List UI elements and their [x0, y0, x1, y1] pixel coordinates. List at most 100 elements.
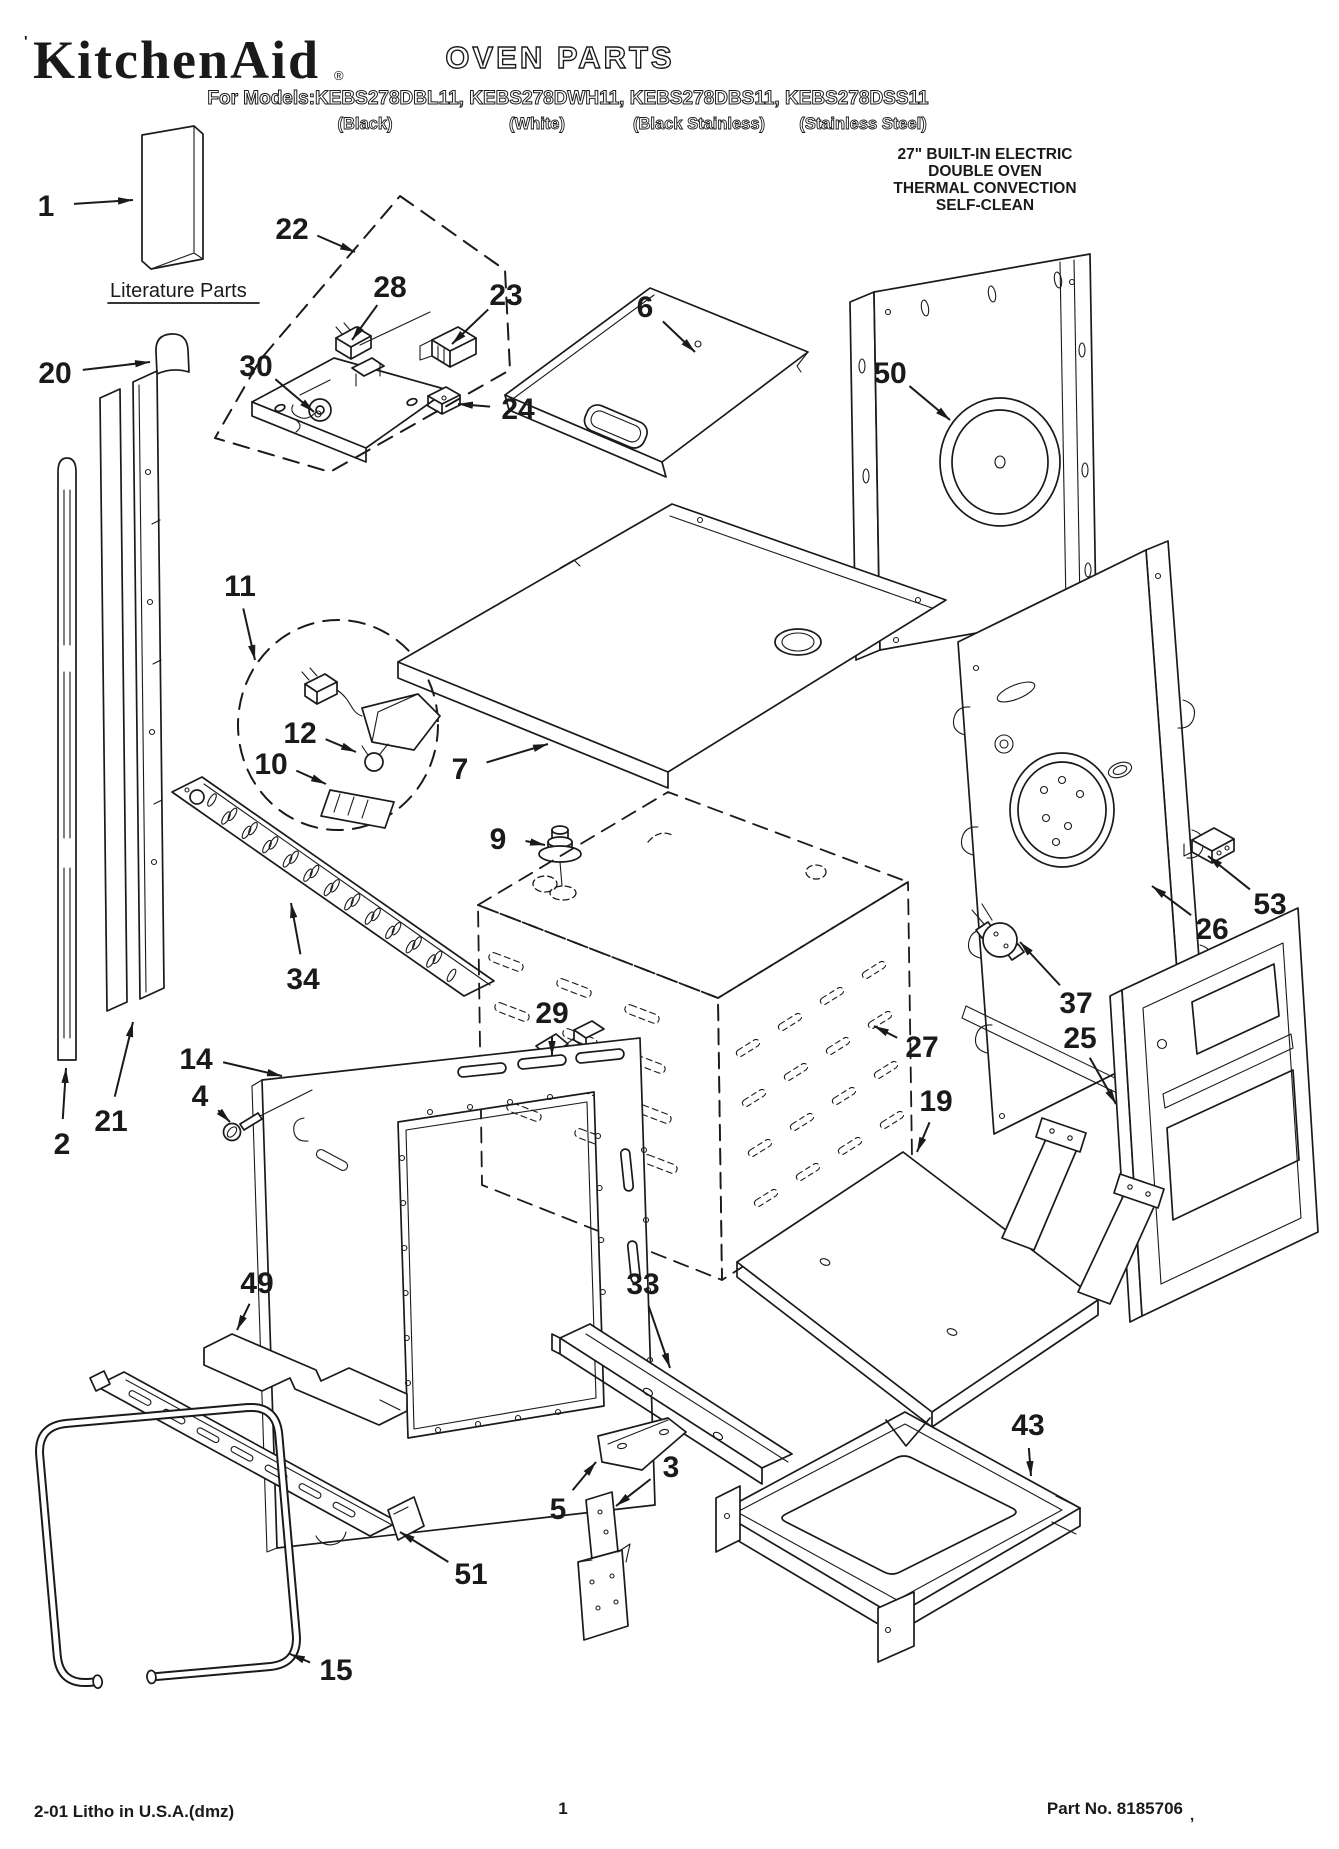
- part-screw-4: [222, 1089, 313, 1142]
- callout-5: 5: [550, 1461, 597, 1526]
- callout-label-43: 43: [1011, 1409, 1044, 1442]
- callout-19: 19: [916, 1085, 953, 1153]
- spec-line-1: 27" BUILT-IN ELECTRIC: [898, 146, 1073, 163]
- footer-part-number: Part No. 8185706: [1047, 1799, 1183, 1818]
- callout-21: 21: [94, 1021, 134, 1138]
- part-relay-28: [335, 311, 431, 360]
- callout-33: 33: [626, 1268, 671, 1369]
- part-side-panel-50: [849, 253, 1097, 661]
- literature-parts-label: Literature Parts: [110, 280, 247, 302]
- callout-27: 27: [873, 1025, 939, 1064]
- spec-line-2: DOUBLE OVEN: [928, 163, 1042, 180]
- callout-label-3: 3: [663, 1451, 680, 1484]
- cavity-rack-slot-row-4: [506, 1102, 678, 1174]
- callout-26: 26: [1151, 885, 1229, 946]
- callout-label-12: 12: [283, 717, 316, 750]
- callout-label-25: 25: [1063, 1022, 1096, 1055]
- models-line: For Models:KEBS278DBL11, KEBS278DWH11, K…: [207, 88, 929, 109]
- callout-label-11: 11: [224, 570, 256, 603]
- callout-label-34: 34: [286, 963, 320, 996]
- callout-28: 28: [351, 271, 407, 341]
- footer-left: 2-01 Litho in U.S.A.(dmz): [34, 1802, 234, 1821]
- callout-label-21: 21: [94, 1105, 127, 1138]
- brand-logo: KitchenAid: [33, 30, 320, 90]
- latch-assembly: [251, 357, 449, 463]
- callout-7: 7: [452, 743, 549, 786]
- part-vent-grommet-9: [538, 825, 582, 901]
- callout-label-6: 6: [637, 291, 654, 324]
- part-latch-motor-23: [419, 326, 477, 368]
- callout-22: 22: [275, 213, 356, 253]
- grille-slot-row-2: [221, 811, 457, 983]
- callout-49: 49: [236, 1267, 274, 1331]
- part-top-panel-7: [397, 503, 947, 789]
- part-thermostat-37: [971, 903, 1025, 961]
- callout-label-14: 14: [179, 1043, 213, 1076]
- callout-23: 23: [451, 279, 523, 345]
- callout-label-37: 37: [1059, 987, 1092, 1020]
- callout-label-28: 28: [373, 271, 406, 304]
- footer-artifact: ,: [1190, 1807, 1194, 1824]
- callout-2: 2: [54, 1067, 71, 1161]
- lamp-dashed-region-11: [237, 619, 439, 831]
- callout-12: 12: [283, 717, 357, 753]
- frame-holes-top: [426, 1093, 554, 1116]
- callout-label-4: 4: [192, 1080, 209, 1113]
- callout-1: 1: [38, 190, 134, 223]
- part-literature-book: [141, 125, 204, 270]
- part-trim-strip-21: [99, 370, 165, 1012]
- callout-4: 4: [192, 1080, 231, 1123]
- part-base-tray-43: [715, 1411, 1081, 1663]
- callout-label-51: 51: [454, 1558, 487, 1591]
- finish-black-stainless: (Black Stainless): [633, 115, 765, 133]
- callout-label-23: 23: [489, 279, 522, 312]
- frame-holes-left: [398, 1154, 412, 1387]
- callout-label-30: 30: [239, 350, 272, 383]
- part-shelf-panel-19: [736, 1117, 1165, 1428]
- callout-10: 10: [254, 748, 327, 785]
- corner-artifact: ': [24, 33, 28, 50]
- callout-label-10: 10: [254, 748, 287, 781]
- part-bulb-12: [361, 743, 389, 772]
- page-title: OVEN PARTS: [445, 40, 674, 75]
- finish-stainless-steel: (Stainless Steel): [799, 115, 926, 133]
- callout-label-50: 50: [873, 357, 906, 390]
- frame-holes-bottom: [434, 1408, 562, 1434]
- callout-3: 3: [615, 1451, 680, 1507]
- callout-label-20: 20: [38, 357, 71, 390]
- callout-label-1: 1: [38, 190, 55, 223]
- part-end-cap-20: [155, 333, 190, 375]
- callout-label-49: 49: [240, 1267, 273, 1300]
- callout-20: 20: [38, 357, 151, 390]
- cavity-rack-slot-row-1: [488, 952, 660, 1024]
- cavity-vent-row-3: [747, 1060, 899, 1158]
- callout-51: 51: [399, 1531, 488, 1591]
- callout-6: 6: [637, 291, 696, 353]
- cavity-vent-row-1: [735, 960, 887, 1058]
- callout-29: 29: [535, 997, 569, 1056]
- part-bracket-3: [577, 1491, 631, 1641]
- part-front-frame-14: [251, 1037, 656, 1553]
- part-lens-10: [320, 789, 395, 829]
- callout-34: 34: [286, 902, 320, 996]
- callout-11: 11: [224, 570, 256, 661]
- finish-white: (White): [509, 115, 565, 133]
- callout-label-2: 2: [54, 1128, 71, 1161]
- callout-label-15: 15: [319, 1654, 352, 1687]
- callout-label-19: 19: [919, 1085, 952, 1118]
- part-bracket-5: [597, 1417, 687, 1471]
- callout-label-7: 7: [452, 753, 469, 786]
- spec-line-3: THERMAL CONVECTION: [893, 180, 1076, 197]
- callout-43: 43: [1011, 1409, 1045, 1477]
- cavity-vent-row-4: [753, 1110, 905, 1208]
- callout-label-29: 29: [535, 997, 568, 1030]
- callout-label-33: 33: [626, 1268, 659, 1301]
- part-trim-strip-2: [57, 457, 77, 1061]
- callout-label-24: 24: [501, 393, 535, 426]
- callout-24: 24: [457, 393, 535, 426]
- part-heat-shield-6: [504, 287, 809, 478]
- callout-label-9: 9: [490, 823, 507, 856]
- lamp-assembly: [301, 667, 441, 751]
